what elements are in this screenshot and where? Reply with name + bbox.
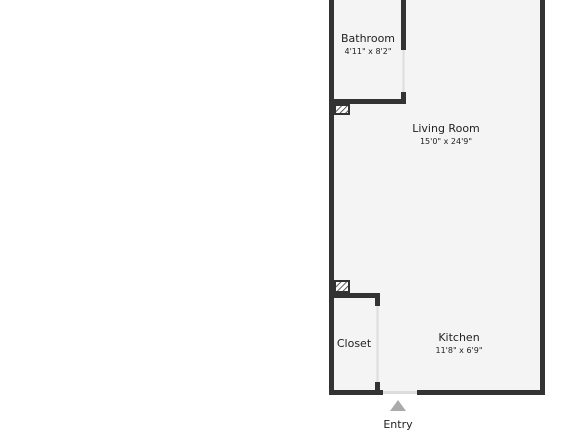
closet-door [376, 306, 379, 382]
closet-top-wall [334, 293, 380, 298]
closet-right-wall-lower [375, 382, 380, 395]
bathroom-column-hatch [336, 106, 348, 113]
kitchen-dimensions: 11'8" x 6'9" [435, 346, 482, 355]
closet-column-hatch [336, 282, 348, 291]
left-exterior-wall [329, 0, 334, 395]
bottom-wall-left [329, 390, 383, 395]
floor-area [332, 0, 542, 392]
kitchen-name: Kitchen [438, 331, 479, 344]
bathroom-right-wall-upper [401, 0, 406, 50]
bathroom-right-wall-lower [401, 92, 406, 104]
bathroom-door [402, 50, 405, 92]
closet-name: Closet [337, 337, 372, 350]
living-room-name: Living Room [412, 122, 480, 135]
closet-right-wall-upper [375, 293, 380, 306]
bathroom-bottom-wall [334, 99, 406, 104]
entry-door-threshold [383, 391, 417, 394]
right-exterior-wall [540, 0, 545, 395]
entry-label: Entry [383, 418, 413, 431]
bathroom-dimensions: 4'11" x 8'2" [344, 47, 391, 56]
living-room-dimensions: 15'0" x 24'9" [420, 137, 472, 146]
bottom-wall-right [417, 390, 545, 395]
bathroom-name: Bathroom [341, 32, 395, 45]
triangle-up-icon [390, 400, 406, 411]
